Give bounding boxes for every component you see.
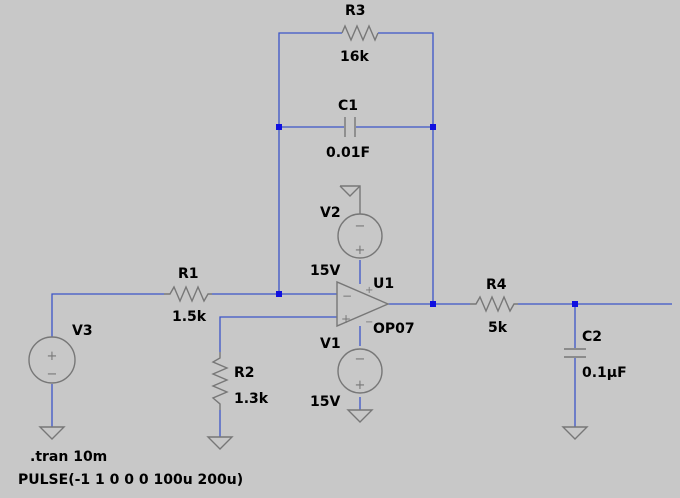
svg-text:+: + xyxy=(47,349,58,364)
svg-text:−: − xyxy=(342,289,352,303)
svg-text:+: + xyxy=(355,243,366,258)
r3-value: 16k xyxy=(340,49,369,65)
u1-name: U1 xyxy=(373,276,394,292)
voltage-source-v1[interactable]: − + V1 15V xyxy=(310,336,383,410)
ground-r2 xyxy=(206,436,234,450)
svg-text:+: + xyxy=(341,312,351,326)
svg-text:−: − xyxy=(355,352,366,367)
v1-name: V1 xyxy=(320,336,341,352)
ground-c2 xyxy=(561,426,589,440)
c2-value: 0.1µF xyxy=(582,365,627,381)
resistor-r1[interactable]: R1 1.5k xyxy=(164,266,212,325)
c1-value: 0.01F xyxy=(326,145,370,161)
opamp-u1[interactable]: − + + − U1 OP07 xyxy=(336,276,415,337)
r1-name: R1 xyxy=(178,266,199,282)
u1-value: OP07 xyxy=(373,321,415,337)
svg-text:−: − xyxy=(47,367,58,382)
pulse-directive[interactable]: PULSE(-1 1 0 0 0 100u 200u) xyxy=(18,472,243,488)
svg-text:+: + xyxy=(355,378,366,393)
ground-symbols xyxy=(38,409,589,450)
svg-text:+: + xyxy=(365,285,373,296)
v3-name: V3 xyxy=(72,323,93,339)
resistor-r2[interactable]: R2 1.3k xyxy=(211,352,269,410)
r3-name: R3 xyxy=(345,3,366,19)
r1-value: 1.5k xyxy=(172,309,207,325)
v1-value: 15V xyxy=(310,394,340,410)
tran-directive[interactable]: .tran 10m xyxy=(30,449,107,465)
voltage-source-v2[interactable]: − + V2 15V xyxy=(310,185,383,279)
v2-value: 15V xyxy=(310,263,340,279)
capacitor-c1[interactable]: C1 0.01F xyxy=(326,98,370,161)
capacitor-c2[interactable]: C2 0.1µF xyxy=(564,329,627,381)
r2-value: 1.3k xyxy=(234,391,269,407)
resistor-r4[interactable]: R4 5k xyxy=(470,277,518,336)
c2-name: C2 xyxy=(582,329,602,345)
svg-text:−: − xyxy=(365,317,373,328)
node-dots xyxy=(276,124,578,307)
c1-name: C1 xyxy=(338,98,358,114)
r4-value: 5k xyxy=(488,320,508,336)
v2-name: V2 xyxy=(320,205,341,221)
resistor-r3[interactable]: R3 16k xyxy=(340,3,379,65)
voltage-source-v3[interactable]: + − V3 xyxy=(28,323,93,384)
r2-name: R2 xyxy=(234,365,255,381)
svg-text:−: − xyxy=(355,219,366,234)
ground-v3 xyxy=(38,426,66,440)
r4-name: R4 xyxy=(486,277,507,293)
ground-v1 xyxy=(346,409,374,423)
wires xyxy=(51,32,672,437)
